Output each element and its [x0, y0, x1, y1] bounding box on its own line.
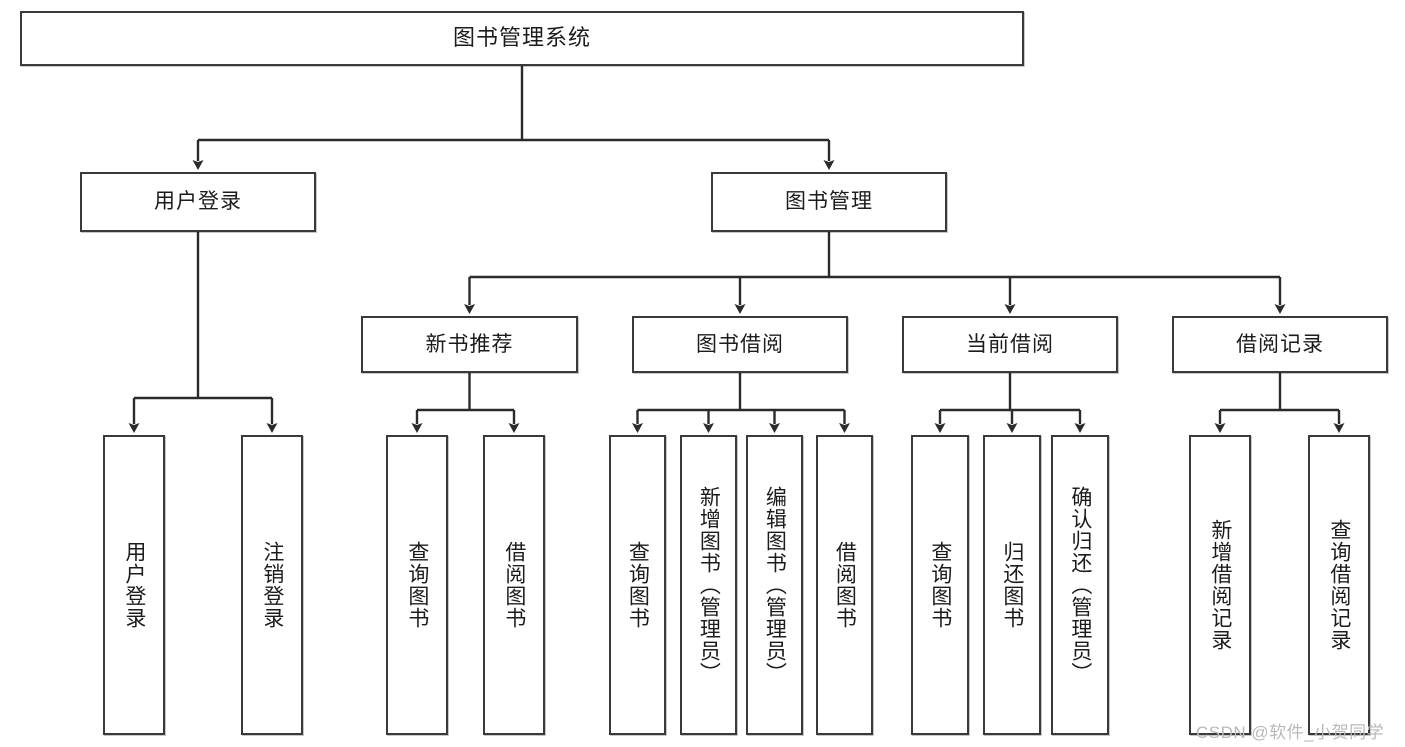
node-leaf-09[interactable]: 查询图书: [911, 435, 969, 735]
node-label: 图书借阅: [696, 332, 784, 356]
node-login[interactable]: 用户登录: [80, 172, 316, 232]
node-leaf-13[interactable]: 查询借阅记录: [1308, 435, 1370, 735]
node-leaf-04[interactable]: 借阅图书: [483, 435, 545, 735]
node-borrow[interactable]: 图书借阅: [632, 316, 848, 373]
node-leaf-11[interactable]: 确认归还（管理员）: [1051, 435, 1109, 735]
node-label: 查询借阅记录: [1327, 519, 1351, 651]
node-leaf-08[interactable]: 借阅图书: [816, 435, 873, 735]
node-label: 编辑图书（管理员）: [763, 486, 787, 684]
node-label: 归还图书: [1000, 541, 1024, 629]
node-leaf-12[interactable]: 新增借阅记录: [1189, 435, 1251, 735]
node-leaf-01[interactable]: 用户登录: [103, 435, 165, 735]
node-label: 新增借阅记录: [1208, 519, 1232, 651]
connector-group: [128, 66, 1345, 433]
node-leaf-02[interactable]: 注销登录: [241, 435, 303, 735]
node-bookmgmt[interactable]: 图书管理: [711, 172, 947, 232]
node-leaf-10[interactable]: 归还图书: [983, 435, 1041, 735]
node-current[interactable]: 当前借阅: [902, 316, 1118, 373]
node-label: 借阅图书: [833, 541, 857, 629]
node-label: 查询图书: [928, 541, 952, 629]
node-label: 图书管理: [785, 190, 873, 214]
node-label: 借阅图书: [502, 541, 526, 629]
node-records[interactable]: 借阅记录: [1172, 316, 1388, 373]
node-label: 新书推荐: [425, 332, 514, 356]
node-label: 注销登录: [260, 541, 284, 629]
node-leaf-06[interactable]: 新增图书（管理员）: [680, 435, 737, 735]
node-label: 用户登录: [154, 190, 242, 214]
node-label: 借阅记录: [1236, 332, 1324, 356]
node-leaf-07[interactable]: 编辑图书（管理员）: [746, 435, 803, 735]
node-label: 查询图书: [405, 541, 429, 629]
node-label: 确认归还（管理员）: [1068, 486, 1092, 684]
node-label: 用户登录: [122, 541, 146, 629]
node-root[interactable]: 图书管理系统: [20, 11, 1024, 66]
node-label: 查询图书: [626, 541, 650, 629]
node-leaf-05[interactable]: 查询图书: [609, 435, 666, 735]
node-label: 图书管理系统: [452, 25, 591, 51]
node-leaf-03[interactable]: 查询图书: [386, 435, 448, 735]
node-label: 当前借阅: [966, 332, 1054, 356]
node-label: 新增图书（管理员）: [697, 486, 721, 684]
node-newbook[interactable]: 新书推荐: [361, 316, 578, 373]
